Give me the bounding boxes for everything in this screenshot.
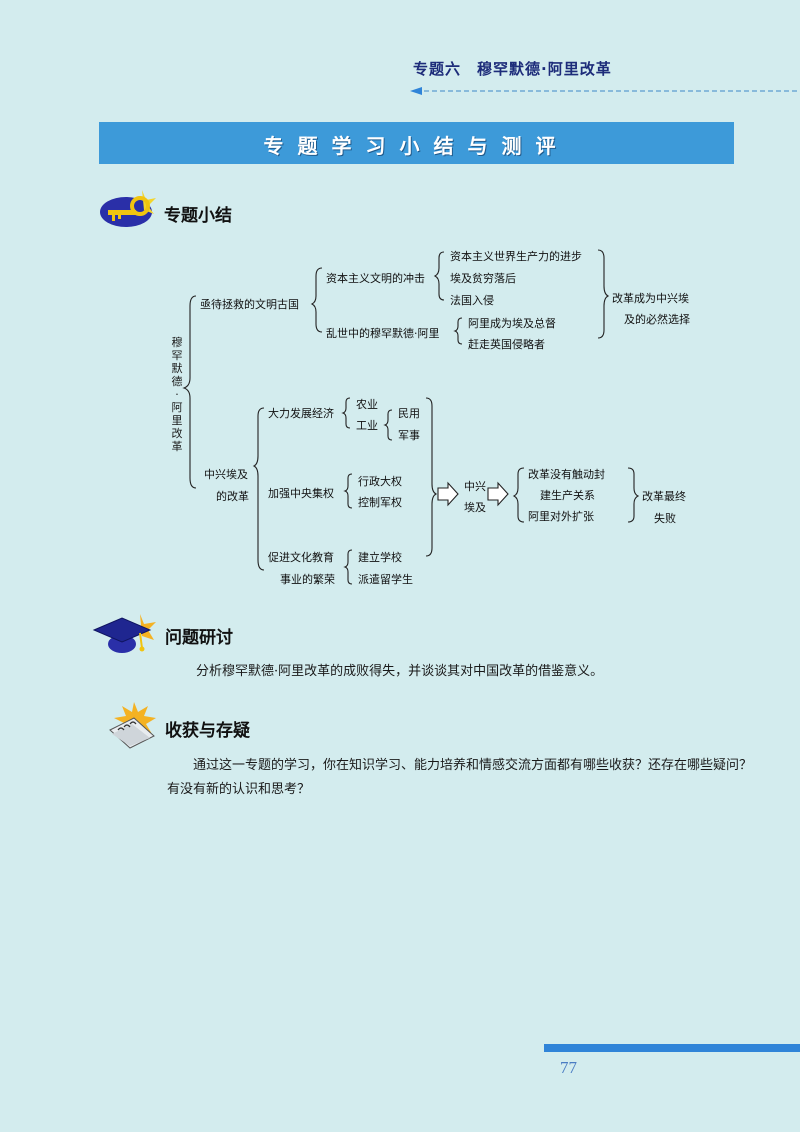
- outcome-label-1: 改革最终: [642, 490, 686, 503]
- education-label-2: 事业的繁荣: [280, 573, 335, 586]
- outcome-label-2: 失败: [654, 512, 676, 525]
- discussion-text: 分析穆罕默德·阿里改革的成败得失，并谈谈其对中国改革的借鉴意义。: [196, 664, 604, 679]
- power-item-1: 行政大权: [358, 475, 402, 488]
- branch2-label-2: 的改革: [216, 490, 249, 503]
- notebook-icon: [109, 702, 156, 749]
- branch2-label-1: 中兴埃及: [204, 468, 248, 481]
- banner-title: 专题学习小结与测评: [263, 134, 570, 158]
- branch1-conclusion-2: 及的必然选择: [624, 313, 690, 326]
- limits-item-1: 改革没有触动封: [528, 468, 605, 481]
- revival-label-1: 中兴: [464, 480, 486, 493]
- summary-heading: 专题小结: [164, 206, 232, 226]
- footer-bar: [544, 1044, 800, 1052]
- impact-label: 资本主义文明的冲击: [326, 272, 425, 285]
- branch1-label: 亟待拯救的文明古国: [200, 298, 299, 311]
- revival-label-2: 埃及: [464, 501, 486, 514]
- education-label-1: 促进文化教育: [268, 551, 334, 564]
- industry-item-civil: 民用: [398, 407, 420, 420]
- power-item-2: 控制军权: [358, 496, 402, 509]
- page-number: 77: [560, 1058, 577, 1077]
- turmoil-item-1: 阿里成为埃及总督: [468, 317, 556, 330]
- limits-item-3: 阿里对外扩张: [528, 510, 594, 523]
- reflection-heading: 收获与存疑: [165, 721, 250, 741]
- economy-label: 大力发展经济: [268, 407, 334, 420]
- discussion-heading: 问题研讨: [165, 628, 233, 648]
- graduation-cap-icon: [92, 614, 156, 653]
- header-dashed-line: [410, 87, 800, 95]
- section-banner: 专题学习小结与测评: [99, 122, 734, 164]
- branch1-conclusion-1: 改革成为中兴埃: [612, 292, 689, 305]
- impact-item-3: 法国入侵: [450, 294, 494, 307]
- limits-item-2: 建生产关系: [540, 489, 595, 502]
- turmoil-item-2: 赶走英国侵略者: [468, 338, 545, 351]
- turmoil-label: 乱世中的穆罕默德·阿里: [326, 327, 440, 340]
- impact-item-2: 埃及贫穷落后: [450, 272, 516, 285]
- key-icon: [100, 190, 156, 227]
- economy-item-agriculture: 农业: [356, 398, 378, 411]
- diagram-root-label: 穆罕默德·阿里改革: [171, 336, 183, 453]
- industry-item-military: 军事: [398, 429, 420, 442]
- chapter-header-title: 专题六 穆罕默德·阿里改革: [413, 60, 612, 78]
- reflection-text: 通过这一专题的学习，你在知识学习、能力培养和情感交流方面都有哪些收获？还存在哪些…: [167, 758, 753, 797]
- impact-item-1: 资本主义世界生产力的进步: [450, 250, 582, 263]
- education-item-2: 派遣留学生: [358, 573, 413, 586]
- education-item-1: 建立学校: [358, 551, 402, 564]
- economy-item-industry: 工业: [356, 419, 378, 432]
- power-label: 加强中央集权: [268, 487, 334, 500]
